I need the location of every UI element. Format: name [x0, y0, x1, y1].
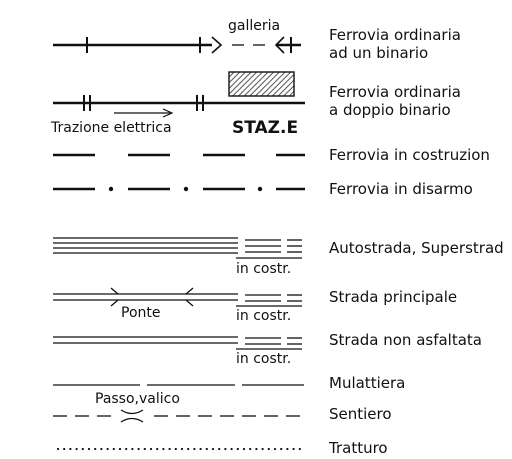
tratturo-dot	[94, 447, 97, 451]
tratturo-dot	[75, 447, 78, 451]
station-building	[228, 71, 295, 97]
tratturo-dot	[230, 447, 233, 451]
tratturo-dot	[156, 447, 159, 451]
tratturo-dot	[298, 447, 301, 451]
tratturo-dot	[81, 447, 84, 451]
label-tratturo: Tratturo	[328, 439, 388, 457]
tratturo-dot	[112, 447, 115, 451]
tratturo-dot	[242, 447, 246, 451]
tratturo-dot	[137, 447, 140, 451]
annotation-passo-valico: Passo,valico	[95, 391, 180, 407]
tratturo-dot	[118, 447, 122, 451]
tratturo-dot	[125, 447, 128, 451]
tratturo-dot	[162, 447, 165, 451]
annotation-strada-principale-in-costruzione: in costr.	[236, 308, 291, 324]
symbol-autostrada	[53, 237, 302, 259]
tratturo-dot	[87, 447, 91, 451]
label-ferrovia-costruzione: Ferrovia in costruzion	[329, 146, 490, 164]
label-ferrovia-disarmo: Ferrovia in disarmo	[329, 180, 473, 198]
annotation-stazione: STAZ.E	[232, 118, 298, 138]
tratturo-dot	[205, 447, 208, 451]
tratturo-dot	[180, 447, 184, 451]
label-autostrada: Autostrada, Superstrad	[329, 239, 504, 257]
label-ferrovia-binario-singolo-line2: ad un binario	[329, 44, 428, 62]
label-ferrovia-binario-singolo-line1: Ferrovia ordinaria	[329, 26, 461, 44]
label-mulattiera: Mulattiera	[329, 374, 405, 392]
label-strada-principale: Strada principale	[329, 288, 457, 306]
tratturo-dot	[63, 447, 66, 451]
label-ferrovia-doppio-binario-line2: a doppio binario	[329, 101, 451, 119]
label-ferrovia-doppio-binario-line1: Ferrovia ordinaria	[329, 83, 461, 101]
tratturo-dot	[100, 447, 103, 451]
symbol-ferrovia-doppio-binario	[53, 95, 305, 118]
tratturo-dot	[255, 447, 258, 451]
annotation-ponte: Ponte	[121, 305, 160, 321]
label-strada-non-asfaltata: Strada non asfaltata	[329, 331, 482, 349]
tratturo-dot	[261, 447, 264, 451]
tratturo-dot	[174, 447, 177, 451]
tratturo-dot	[149, 447, 153, 451]
symbol-strada-non-asfaltata	[53, 336, 302, 350]
tratturo-dot	[292, 447, 295, 451]
tratturo-dot	[267, 447, 270, 451]
annotation-galleria: galleria	[228, 18, 280, 34]
tratturo-dot	[143, 447, 146, 451]
symbol-ferrovia-disarmo-dots	[108, 186, 263, 192]
tratturo-dot	[106, 447, 109, 451]
tratturo-dot	[211, 447, 215, 451]
tratturo-dot	[236, 447, 239, 451]
tratturo-dot	[286, 447, 289, 451]
tratturo-dot	[199, 447, 202, 451]
symbol-ferrovia-binario-singolo	[53, 36, 301, 54]
annotation-autostrada-in-costruzione: in costr.	[236, 261, 291, 277]
label-sentiero: Sentiero	[329, 405, 392, 423]
tratturo-dot	[280, 447, 283, 451]
symbol-tratturo	[56, 447, 301, 451]
annotation-strada-non-asfaltata-in-costruzione: in costr.	[236, 351, 291, 367]
annotation-trazione-elettrica: Trazione elettrica	[50, 120, 172, 136]
tratturo-dot	[193, 447, 196, 451]
tratturo-dot	[56, 447, 60, 451]
tratturo-dot	[273, 447, 277, 451]
tratturo-dot	[69, 447, 72, 451]
tratturo-dot	[218, 447, 221, 451]
tratturo-dot	[249, 447, 252, 451]
tratturo-dot	[187, 447, 190, 451]
symbol-strada-principale	[53, 287, 302, 307]
tratturo-dot	[168, 447, 171, 451]
tratturo-dot	[131, 447, 134, 451]
tratturo-dot	[224, 447, 227, 451]
symbol-sentiero	[53, 409, 300, 423]
